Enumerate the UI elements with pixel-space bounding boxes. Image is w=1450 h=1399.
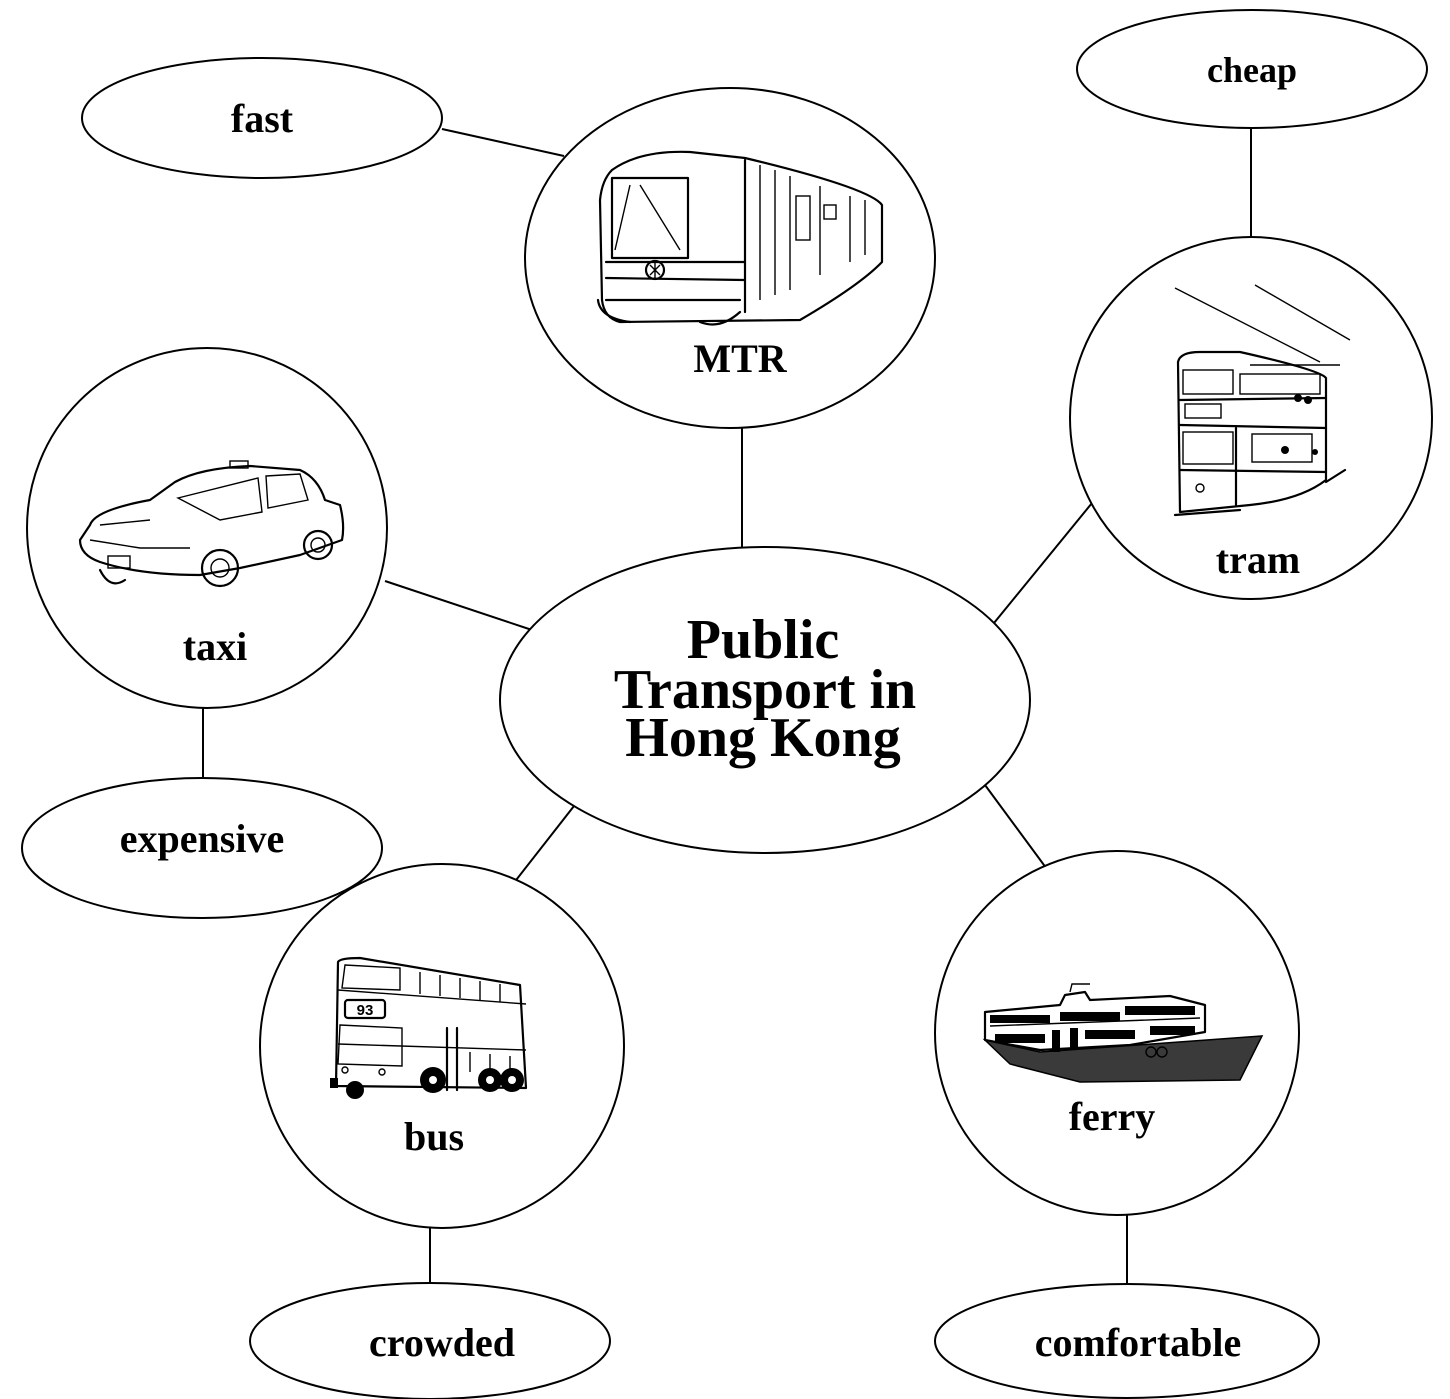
bus-label: bus	[404, 1114, 464, 1159]
adjective-comfortable-label: comfortable	[1035, 1320, 1242, 1365]
node-taxi: taxi	[26, 347, 388, 709]
adjective-comfortable: comfortable	[934, 1283, 1320, 1399]
edge-taxi-center	[384, 580, 533, 631]
central-topic-line-3: Hong Kong	[625, 707, 900, 769]
tram-label: tram	[1216, 537, 1300, 582]
adjective-fast: fast	[81, 57, 443, 179]
node-ferry: ferry	[934, 850, 1300, 1216]
edge-fast-mtr	[441, 128, 565, 157]
central-topic-line-2: Transport in	[614, 659, 916, 721]
adjective-cheap-label: cheap	[1207, 50, 1297, 90]
mtr-train-icon	[596, 150, 884, 326]
ferry-label: ferry	[1069, 1094, 1156, 1139]
taxi-label: taxi	[183, 624, 247, 669]
central-topic-line-1: Public	[687, 609, 839, 671]
node-mtr: MTR	[524, 87, 936, 429]
star-ferry-icon	[982, 983, 1264, 1083]
adjective-expensive-label: expensive	[120, 816, 284, 861]
adjective-crowded-label: crowded	[369, 1320, 515, 1365]
edge-tram-center	[993, 502, 1093, 624]
adjective-crowded: crowded	[249, 1282, 611, 1399]
adjective-cheap: cheap	[1076, 9, 1428, 129]
taxi-car-icon	[78, 460, 345, 588]
bus-route-number: 93	[357, 1002, 374, 1019]
adjective-expensive: expensive	[21, 777, 383, 919]
node-tram: tram	[1069, 236, 1433, 600]
connectors	[202, 128, 1252, 1284]
adjective-fast-label: fast	[231, 96, 294, 141]
central-topic: Public Transport in Hong Kong	[499, 546, 1031, 854]
edge-center-ferry	[984, 784, 1056, 881]
double-decker-bus-icon: 93	[330, 956, 528, 1099]
mtr-label: MTR	[693, 336, 787, 381]
double-decker-tram-icon	[1173, 284, 1351, 517]
node-bus: 93 bus	[259, 863, 625, 1229]
